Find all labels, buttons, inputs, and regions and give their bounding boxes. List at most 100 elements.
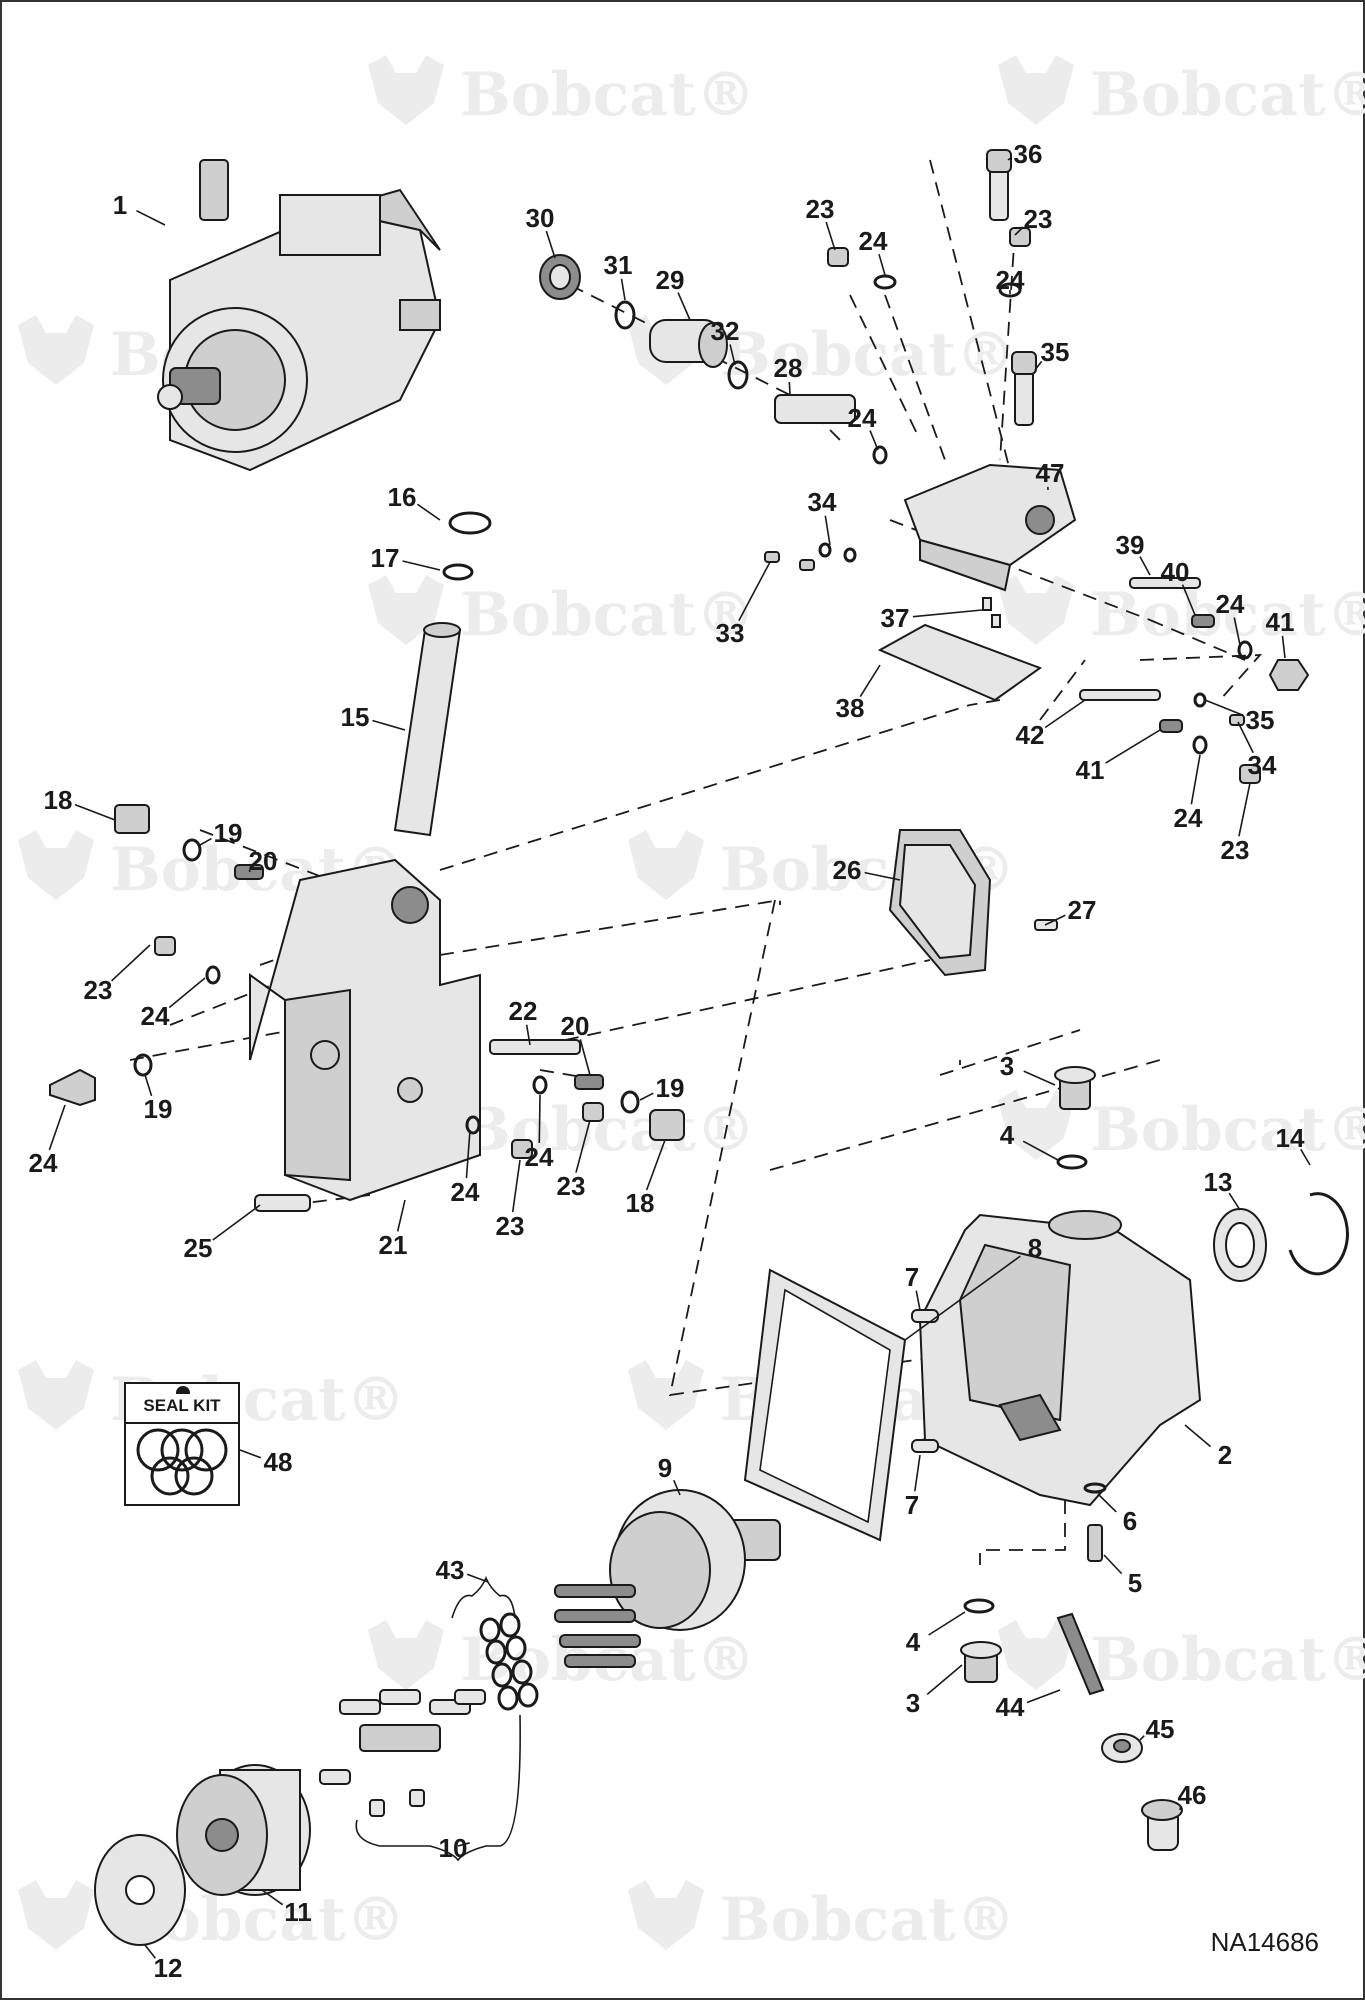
callout-number-3: 3 [1000,1051,1014,1081]
bobcat-logo-icon [628,830,704,900]
callout-number-10: 10 [439,1833,468,1863]
callout-number-11: 11 [284,1897,312,1927]
callout-leader [74,803,116,821]
part-19-o-ring-b [133,1053,153,1077]
callout-number-35: 35 [1246,705,1275,735]
callout-number-13: 13 [1204,1167,1233,1197]
callout-number-25: 25 [184,1233,213,1263]
part-18-plug-upper [114,804,150,834]
part-38-pin-b [991,614,1001,628]
callout-number-24: 24 [451,1177,480,1207]
part-16-o-ring [448,511,492,535]
seal-rings-icon [136,1428,228,1496]
callout-number-19: 19 [656,1073,685,1103]
part-42-fitting [1268,659,1310,691]
callout-number-14: 14 [1276,1123,1305,1153]
callout-number-40: 40 [1161,557,1190,587]
part-18-plug-lower [649,1109,685,1141]
callout-number-8: 8 [1028,1233,1042,1263]
callout-number-37: 37 [881,603,910,633]
part-23-plug-b [582,1102,604,1122]
callout-number-6: 6 [1123,1506,1137,1536]
callout-number-18: 18 [44,785,73,815]
watermark-brand-text: Bobcat® [460,1095,756,1165]
part-48-control-housing [903,463,1077,592]
callout-leader [645,1139,666,1191]
callout-number-23: 23 [806,194,835,224]
callout-number-33: 33 [716,618,745,648]
callout-number-24: 24 [859,226,888,256]
part-25-fitting [49,1068,96,1107]
callout-number-9: 9 [658,1453,672,1483]
part-32-o-ring [614,300,636,330]
part-47-cap [1141,1799,1183,1851]
seal-kit-box: SEAL KIT [124,1382,240,1506]
callout-leader [1022,1140,1059,1161]
callout-number-34: 34 [1248,750,1277,780]
callout-leader [859,664,881,697]
part-2-housing [918,1210,1202,1507]
callout-leader [1190,754,1201,805]
callout-leader [788,381,791,396]
bobcat-logo-icon [628,1880,704,1950]
part-19-o-ring-c [620,1090,640,1114]
callout-leader [416,503,441,521]
callout-leader [1007,157,1012,161]
callout-leader [1044,699,1086,729]
part-41-spring-a [1191,614,1215,628]
part-31-bearing [539,254,581,300]
callout-number-42: 42 [1016,720,1045,750]
part-23-plug-a [154,936,176,956]
callout-leader [239,1449,262,1459]
part-30-sleeve [649,319,728,368]
callout-leader [639,1092,654,1101]
bobcat-logo-icon [18,315,94,385]
callout-leader [144,1074,153,1097]
part-26-screw [254,1194,311,1212]
part-39-gasket [877,623,1043,702]
callout-number-27: 27 [1068,895,1097,925]
callout-leader [1233,617,1241,646]
callout-leader [1026,1689,1061,1704]
part-41-spring-b [1159,719,1183,733]
bobcat-logo-icon [18,1360,94,1430]
bobcat-logo-icon [628,1360,704,1430]
callout-leader [1281,635,1286,659]
bobcat-logo-icon [998,55,1074,125]
callout-leader [1023,1070,1056,1086]
part-35-ring-c [1193,692,1207,708]
part-11-cylinder-block [176,1764,311,1896]
callout-leader [1097,1493,1117,1513]
part-23-plug-c [511,1139,533,1159]
callout-number-39: 39 [1116,530,1145,560]
callout-number-7: 7 [905,1262,919,1292]
part-35-ring-a [818,542,832,558]
part-4-o-ring-lower [963,1598,995,1614]
callout-leader [878,253,886,276]
callout-number-20: 20 [561,1011,590,1041]
callout-leader [466,1573,489,1583]
part-10-piston-set [319,1689,486,1817]
callout-number-24: 24 [996,265,1025,295]
watermark-brand-text: Bobcat® [720,320,1016,390]
callout-leader [1103,1554,1123,1575]
callout-leader [1228,1192,1241,1211]
part-9-drive-shaft [554,1489,781,1668]
callout-number-47: 47 [1036,458,1065,488]
callout-number-7: 7 [905,1490,919,1520]
watermark-brand-text: Bobcat® [1090,60,1365,130]
part-23-plug-e [1009,227,1031,247]
part-15-sleeve [393,622,462,837]
callout-leader [372,719,406,731]
callout-leader [738,561,771,622]
part-22-spool [489,1039,581,1055]
bobcat-logo-icon [998,1090,1074,1160]
callout-leader [511,1159,521,1213]
callout-number-41: 41 [1076,755,1105,785]
callout-number-41: 41 [1266,607,1295,637]
callout-leader [1238,782,1251,837]
callout-leader [261,1889,284,1906]
callout-leader [912,609,983,618]
part-3-plug-lower [960,1641,1002,1683]
